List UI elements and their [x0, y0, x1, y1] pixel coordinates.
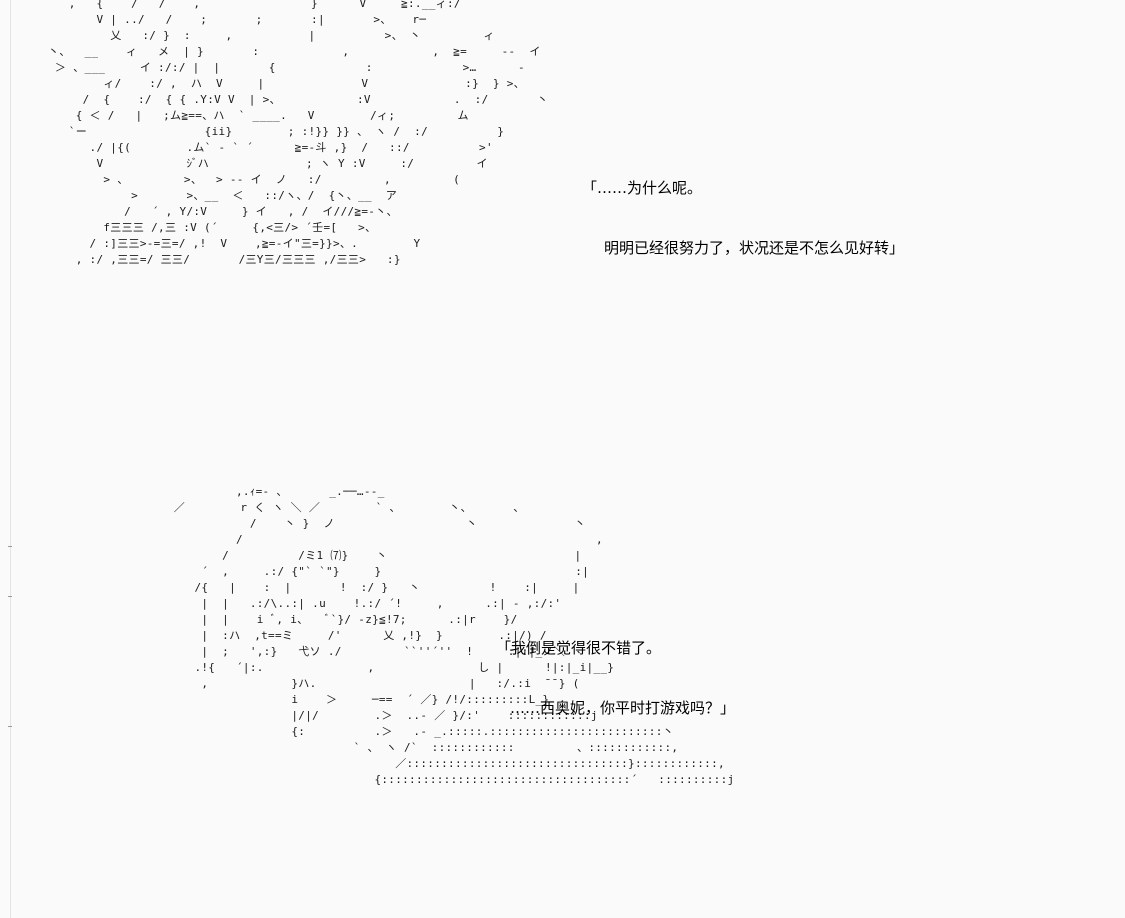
panel-bottom: ,.ｨ=‐ 、 _.──…‐-_ ／ r く ヽ ＼ ／ ` 、 丶、 、 / …	[12, 450, 1125, 918]
margin-tick	[8, 596, 12, 597]
speech-line: 明明已经很努力了，状况还是不怎么见好转」	[604, 239, 905, 257]
ascii-art-character-bottom: ,.ｨ=‐ 、 _.──…‐-_ ／ r く ヽ ＼ ／ ` 、 丶、 、 / …	[173, 485, 735, 786]
speech-line: ……西奥妮，你平时打游戏吗？」	[510, 699, 736, 717]
panel-top: , { / / , } V ≧:.__ィ:/ V | ../ / ; ; :| …	[12, 0, 1125, 450]
speech-text-top: 「……为什么呢。 明明已经很努力了，状况还是不怎么见好转」	[582, 138, 904, 298]
margin-tick	[8, 726, 12, 727]
ascii-art-character-top: , { / / , } V ≧:.__ィ:/ V | ../ / ; ; :| …	[48, 0, 549, 266]
speech-line: 「我倒是觉得很不错了。	[496, 639, 662, 657]
speech-line: 「……为什么呢。	[582, 179, 703, 197]
margin-tick	[8, 546, 12, 547]
speech-text-bottom: 「我倒是觉得很不错了。 ……西奥妮，你平时打游戏吗？」	[496, 598, 735, 758]
page-left-rule	[10, 0, 11, 918]
